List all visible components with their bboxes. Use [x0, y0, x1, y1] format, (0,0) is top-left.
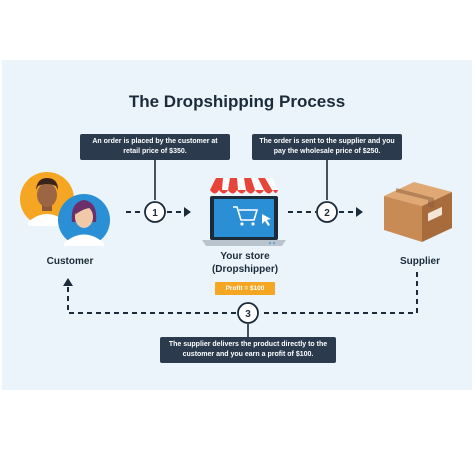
arrow1-head [184, 207, 191, 217]
store-label-line1: Your store [220, 251, 270, 262]
diagram-title: The Dropshipping Process [128, 92, 346, 111]
store-label: Your store (Dropshipper) [190, 250, 300, 276]
supplier-label: Supplier [399, 256, 440, 267]
supplier-box-icon [384, 182, 452, 242]
store-label-line2: (Dropshipper) [211, 264, 279, 275]
arrow2-head [356, 207, 363, 217]
profit-badge: Profit = $100 [215, 282, 275, 295]
step1-number: 1 [152, 208, 158, 219]
step2-note: The order is sent to the supplier and yo… [252, 134, 402, 160]
step1-note: An order is placed by the customer at re… [80, 134, 230, 160]
arrow3-head [63, 278, 73, 286]
step3-number: 3 [245, 309, 251, 320]
step2-number: 2 [324, 208, 330, 219]
step3-circle [237, 302, 259, 324]
step1-circle [144, 201, 166, 223]
step2-circle [316, 201, 338, 223]
store-awning-icon [210, 178, 278, 244]
arrow3-path [67, 272, 418, 314]
customer-avatar-female-icon [58, 194, 110, 246]
customer-label: Customer [46, 256, 94, 267]
step3-note: The supplier delivers the product direct… [160, 337, 336, 363]
store-laptop-icon [202, 196, 286, 246]
